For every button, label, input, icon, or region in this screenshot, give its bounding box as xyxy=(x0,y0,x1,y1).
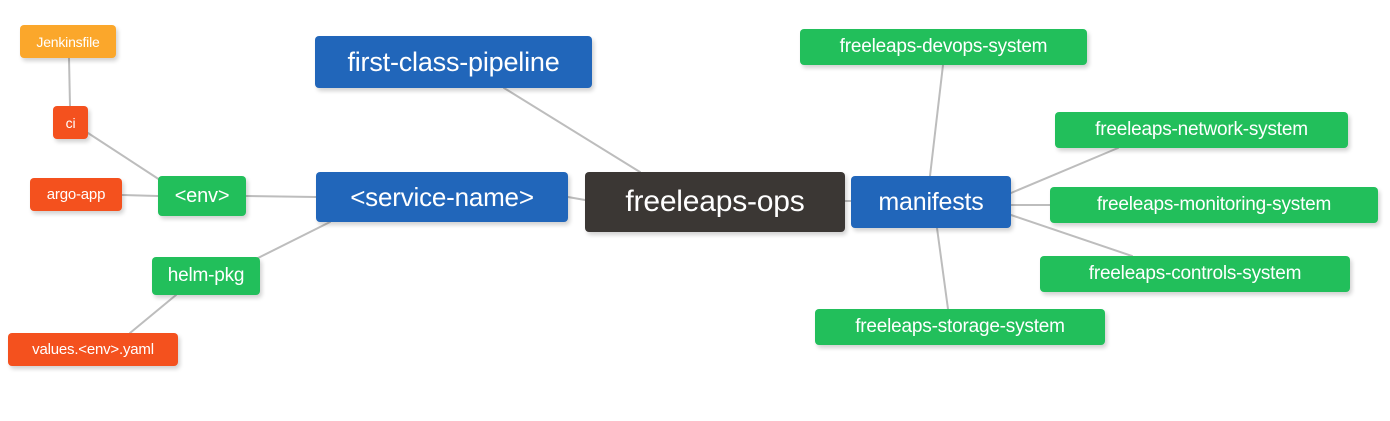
node-label-first-class-pipeline: first-class-pipeline xyxy=(347,46,560,77)
edge-service-name-to-helm-pkg xyxy=(257,221,331,259)
node-ci[interactable]: ci xyxy=(53,106,88,139)
node-label-controls-system: freeleaps-controls-system xyxy=(1088,263,1302,284)
edge-service-name-to-freeleaps-ops xyxy=(567,196,586,201)
node-jenkinsfile[interactable]: Jenkinsfile xyxy=(20,25,116,58)
node-label-values-yaml: values.<env>.yaml xyxy=(32,341,154,358)
node-manifests[interactable]: manifests xyxy=(851,176,1011,228)
node-label-jenkinsfile: Jenkinsfile xyxy=(36,33,100,50)
node-label-service-name: <service-name> xyxy=(350,181,534,212)
node-service-name[interactable]: <service-name> xyxy=(316,172,568,222)
node-first-class-pipeline[interactable]: first-class-pipeline xyxy=(315,36,592,88)
node-monitoring-system[interactable]: freeleaps-monitoring-system xyxy=(1050,187,1378,223)
node-helm-pkg[interactable]: helm-pkg xyxy=(152,257,260,295)
edge-helm-pkg-to-values-yaml xyxy=(129,294,177,334)
edge-manifests-to-devops-system xyxy=(929,64,944,177)
edge-ci-to-env xyxy=(87,132,161,181)
edge-jenkinsfile-to-ci xyxy=(68,57,71,107)
node-label-freeleaps-ops: freeleaps-ops xyxy=(625,185,805,218)
node-label-helm-pkg: helm-pkg xyxy=(167,265,245,286)
node-label-devops-system: freeleaps-devops-system xyxy=(839,36,1048,57)
edge-env-to-service-name xyxy=(245,195,317,198)
node-label-network-system: freeleaps-network-system xyxy=(1095,119,1308,140)
node-label-ci: ci xyxy=(65,114,76,131)
edge-argo-app-to-env xyxy=(121,194,159,197)
node-label-manifests: manifests xyxy=(878,187,984,216)
node-values-yaml[interactable]: values.<env>.yaml xyxy=(8,333,178,366)
node-env[interactable]: <env> xyxy=(158,176,246,216)
node-label-monitoring-system: freeleaps-monitoring-system xyxy=(1096,194,1332,215)
node-argo-app[interactable]: argo-app xyxy=(30,178,122,211)
edge-manifests-to-storage-system xyxy=(936,227,949,310)
node-label-argo-app: argo-app xyxy=(46,186,106,203)
node-storage-system[interactable]: freeleaps-storage-system xyxy=(815,309,1105,345)
node-network-system[interactable]: freeleaps-network-system xyxy=(1055,112,1348,148)
node-devops-system[interactable]: freeleaps-devops-system xyxy=(800,29,1087,65)
edge-first-class-pipeline-to-freeleaps-ops xyxy=(503,87,641,173)
node-controls-system[interactable]: freeleaps-controls-system xyxy=(1040,256,1350,292)
node-label-storage-system: freeleaps-storage-system xyxy=(855,316,1065,337)
node-freeleaps-ops[interactable]: freeleaps-ops xyxy=(585,172,845,232)
node-label-env: <env> xyxy=(174,184,230,207)
